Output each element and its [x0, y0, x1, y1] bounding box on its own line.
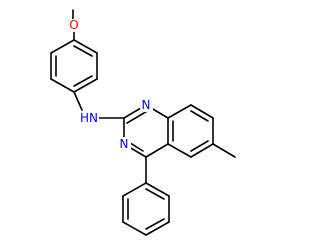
atom-label-oxygen: O: [67, 18, 81, 32]
atom-label-n3: N: [117, 137, 131, 151]
bond-c6-c5: [190, 143, 214, 158]
bond-c4a-c4: [145, 143, 169, 158]
amine-label: HN: [80, 111, 98, 125]
ring-a-inner-2: [73, 75, 93, 87]
molecule-structure: O HN N N: [50, 9, 236, 236]
ring-a-bond-6: [50, 39, 75, 54]
n1-label: N: [142, 98, 151, 112]
ring-a-bond-1: [73, 39, 98, 54]
ring-b-inner-1: [145, 188, 165, 200]
bond-c6-c5-double: [190, 140, 209, 152]
ring-b-bond-4: [122, 221, 147, 236]
ring-b-inner-2: [145, 218, 165, 230]
bond-c5-c4a: [167, 143, 192, 158]
atom-label-n1: N: [140, 98, 153, 112]
methoxyphenyl-ring: [50, 39, 98, 93]
ring-b-bond-3: [145, 221, 170, 236]
bond-c8a-c8: [167, 104, 192, 119]
phenyl-ring: [122, 182, 170, 236]
ring-b-bond-1: [145, 182, 170, 197]
ring-a-inner-1: [73, 45, 93, 57]
bond-ring-amine: [73, 91, 83, 111]
ring-a-bond-4: [50, 78, 75, 93]
n3-label: N: [120, 137, 129, 151]
benzo-ring: [167, 104, 214, 158]
atom-label-amine: HN: [80, 111, 99, 125]
bond-c8-c7-double: [190, 110, 209, 122]
bond-c8-c7: [190, 104, 214, 119]
ring-a-bond-3: [73, 78, 98, 93]
oxygen-label: O: [69, 18, 78, 32]
bond-methyl: [212, 143, 236, 158]
bond-c2-n1-double: [126, 109, 150, 124]
ring-b-bond-6: [122, 182, 147, 197]
